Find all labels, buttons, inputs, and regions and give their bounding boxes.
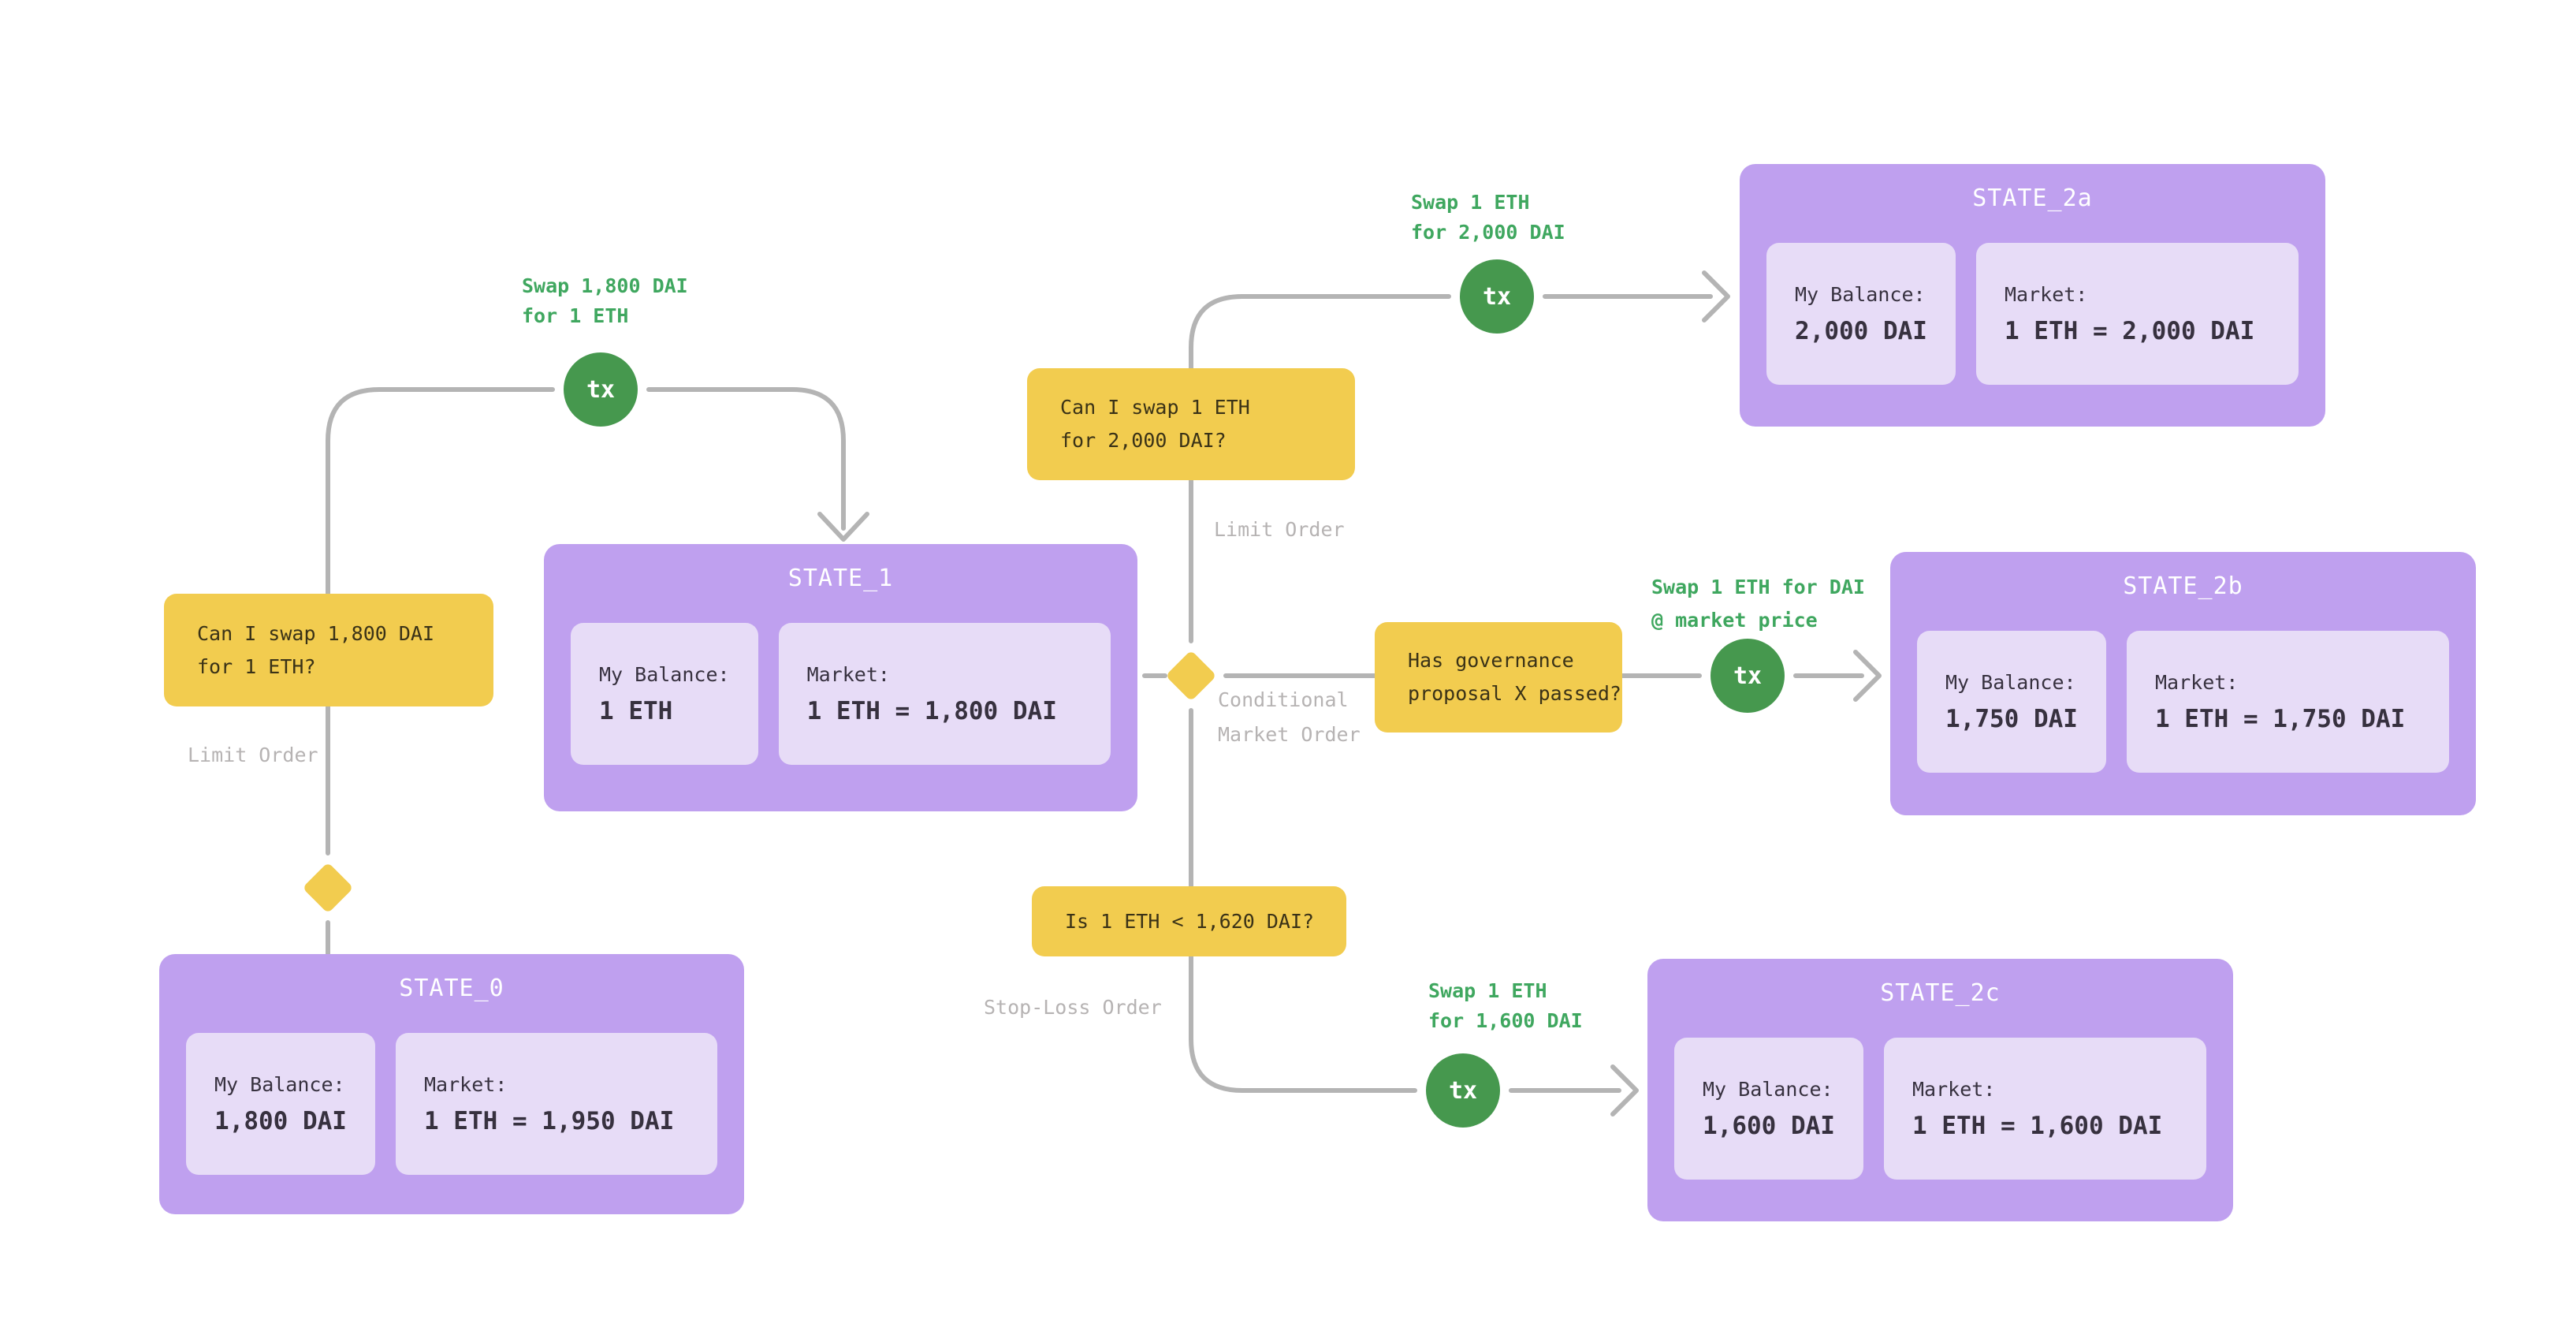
condition-line: Can I swap 1 ETH [1060, 396, 1250, 419]
balance-value: 1,600 DAI [1703, 1111, 1835, 1140]
balance-value: 2,000 DAI [1795, 316, 1927, 345]
balance-value: 1 ETH [599, 696, 673, 725]
condition-line: for 2,000 DAI? [1060, 429, 1227, 452]
decision-diamond [304, 864, 352, 911]
market-chip: Market: 1 ETH = 2,000 DAI [1975, 243, 2299, 385]
balance-label: My Balance: [1703, 1077, 1833, 1101]
order-label-conditional-market-order: Conditional Market Order [1218, 683, 1361, 752]
tx-label-line: Swap 1 ETH [1411, 191, 1530, 214]
order-label-line: Market Order [1218, 723, 1361, 746]
condition-line: proposal X passed? [1408, 682, 1621, 705]
balance-chip: My Balance: 1,600 DAI [1674, 1038, 1863, 1180]
tx-label-swap-1800-dai: Swap 1,800 DAI for 1 ETH [522, 271, 688, 331]
market-value: 1 ETH = 1,600 DAI [1912, 1111, 2163, 1140]
tx-node: tx [1426, 1053, 1500, 1128]
order-label-limit-order-top: Limit Order [1214, 513, 1345, 547]
balance-chip: My Balance: 1 ETH [571, 623, 758, 765]
market-chip: Market: 1 ETH = 1,600 DAI [1883, 1038, 2206, 1180]
tx-label-line: Swap 1 ETH [1428, 979, 1547, 1002]
market-label: Market: [2004, 282, 2088, 306]
order-label-line: Limit Order [188, 744, 318, 766]
tx-label-swap-market-price: Swap 1 ETH for DAI @ market price [1651, 571, 1865, 637]
condition-box-limit-order-eth-to-dai: Can I swap 1 ETH for 2,000 DAI? [1027, 368, 1355, 480]
tx-label-swap-for-1600-dai: Swap 1 ETH for 1,600 DAI [1428, 976, 1583, 1036]
tx-label-line: for 1,600 DAI [1428, 1009, 1583, 1032]
state-card-state-0: STATE_0 My Balance: 1,800 DAI Market: 1 … [159, 954, 744, 1214]
balance-value: 1,800 DAI [214, 1106, 347, 1135]
market-label: Market: [1912, 1077, 1996, 1101]
condition-line: for 1 ETH? [197, 654, 316, 678]
state-card-state-2b: STATE_2b My Balance: 1,750 DAI Market: 1… [1890, 552, 2476, 815]
market-label: Market: [806, 662, 890, 686]
order-label-line: Stop-Loss Order [984, 996, 1162, 1019]
tx-label-line: for 1 ETH [522, 304, 629, 327]
condition-line: Is 1 ETH < 1,620 DAI? [1065, 909, 1315, 933]
tx-label-line: @ market price [1651, 609, 1818, 632]
state-title: STATE_2c [1880, 979, 2001, 1007]
condition-box-stop-loss: Is 1 ETH < 1,620 DAI? [1032, 886, 1346, 956]
order-label-line: Conditional [1218, 688, 1349, 711]
tx-label-line: for 2,000 DAI [1411, 221, 1565, 244]
tx-node: tx [1711, 639, 1785, 713]
state-card-state-2c: STATE_2c My Balance: 1,600 DAI Market: 1… [1647, 959, 2233, 1221]
balance-chip: My Balance: 2,000 DAI [1766, 243, 1956, 385]
state-title: STATE_2a [1972, 185, 2093, 212]
state-title: STATE_2b [2123, 572, 2243, 600]
state-card-state-2a: STATE_2a My Balance: 2,000 DAI Market: 1… [1740, 164, 2325, 427]
tx-label-line: Swap 1 ETH for DAI [1651, 576, 1865, 598]
condition-box-governance: Has governance proposal X passed? [1375, 622, 1622, 733]
market-label: Market: [423, 1072, 508, 1096]
condition-line: Can I swap 1,800 DAI [197, 621, 435, 645]
balance-label: My Balance: [1795, 282, 1926, 306]
order-label-line: Limit Order [1214, 518, 1345, 541]
market-chip: Market: 1 ETH = 1,800 DAI [778, 623, 1111, 765]
balance-chip: My Balance: 1,750 DAI [1917, 631, 2106, 773]
state-title: STATE_0 [399, 975, 504, 1002]
tx-label-line: Swap 1,800 DAI [522, 274, 688, 297]
balance-value: 1,750 DAI [1945, 704, 2078, 733]
balance-label: My Balance: [214, 1072, 345, 1096]
condition-line: Has governance [1408, 649, 1574, 672]
tx-node: tx [564, 352, 638, 427]
market-value: 1 ETH = 1,950 DAI [423, 1106, 675, 1135]
state-card-state-1: STATE_1 My Balance: 1 ETH Market: 1 ETH … [544, 544, 1137, 811]
balance-label: My Balance: [1945, 670, 2076, 694]
balance-chip: My Balance: 1,800 DAI [186, 1033, 375, 1175]
market-value: 1 ETH = 1,800 DAI [806, 696, 1057, 725]
tx-node: tx [1460, 259, 1534, 334]
market-label: Market: [2154, 670, 2239, 694]
order-label-limit-order-left: Limit Order [188, 738, 318, 773]
market-value: 1 ETH = 1,750 DAI [2154, 704, 2406, 733]
market-value: 1 ETH = 2,000 DAI [2004, 316, 2255, 345]
state-title: STATE_1 [787, 565, 894, 592]
condition-box-limit-order-dai-to-eth: Can I swap 1,800 DAI for 1 ETH? [164, 594, 493, 706]
market-chip: Market: 1 ETH = 1,950 DAI [395, 1033, 717, 1175]
arrowheads [817, 270, 1882, 1116]
market-chip: Market: 1 ETH = 1,750 DAI [2126, 631, 2449, 773]
decision-diamond [1167, 652, 1215, 699]
order-label-stop-loss-order: Stop-Loss Order [984, 990, 1162, 1025]
tx-label-swap-for-2000-dai: Swap 1 ETH for 2,000 DAI [1411, 188, 1565, 248]
balance-label: My Balance: [599, 662, 730, 686]
